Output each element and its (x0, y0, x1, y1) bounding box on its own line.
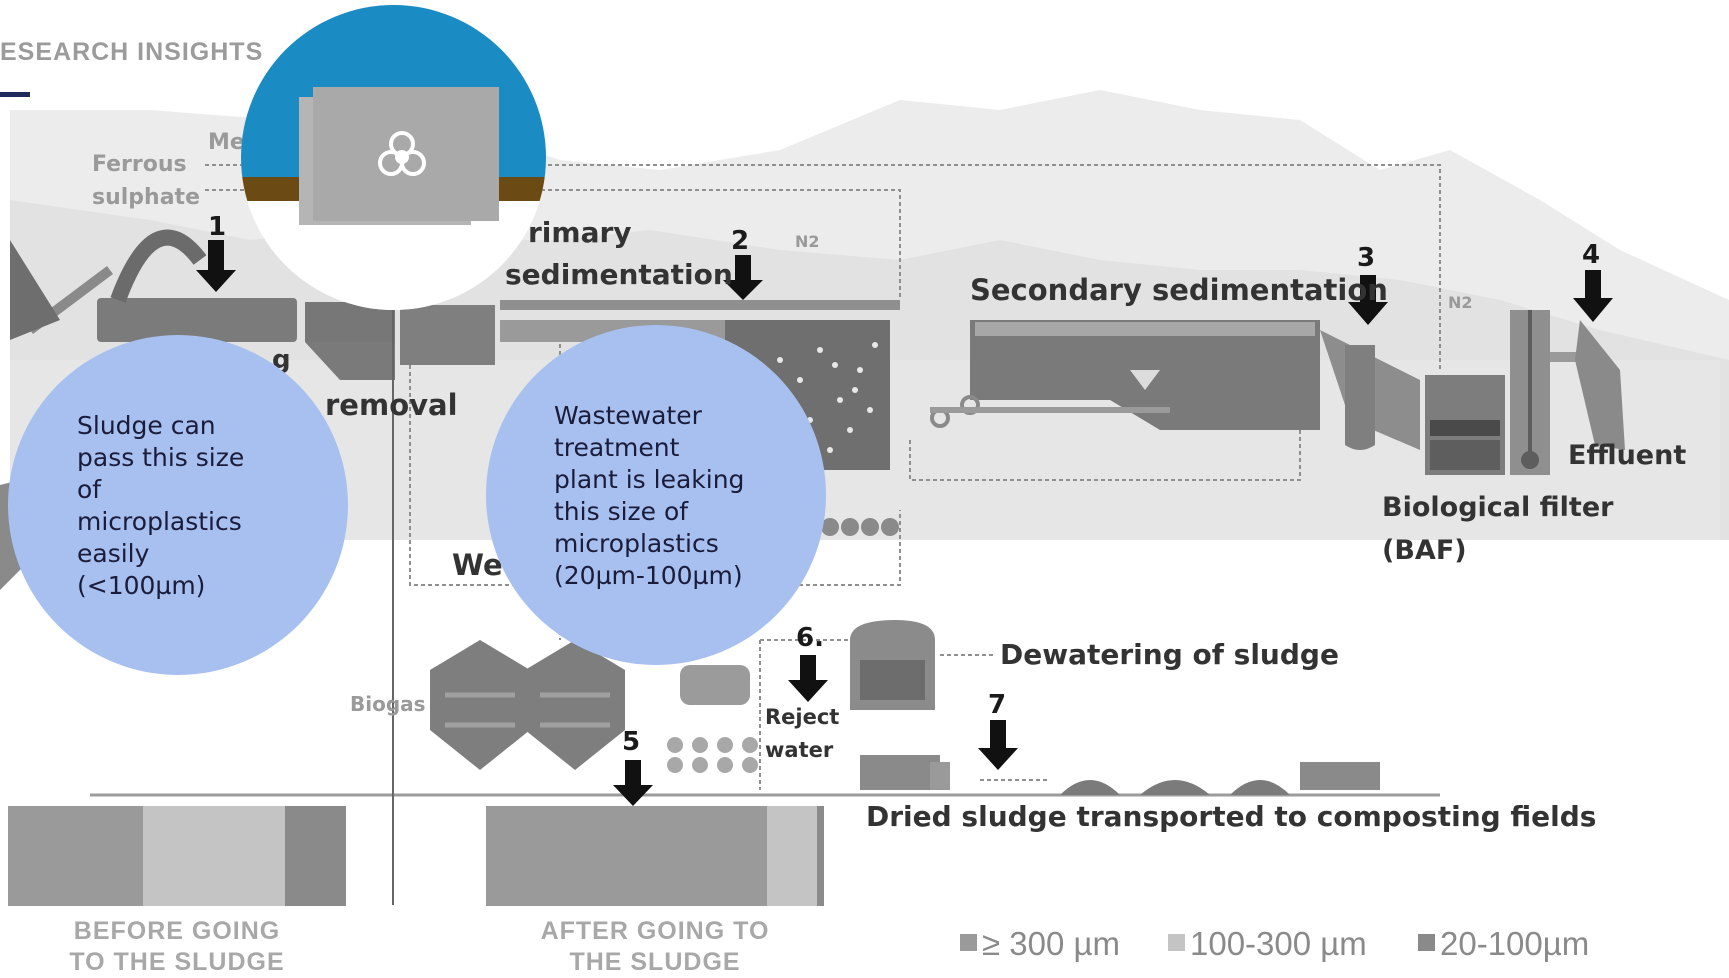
legend-item-20-100: 20-100µm (1418, 925, 1589, 963)
composition-bar-before (8, 806, 346, 906)
sample-point-3: 3 (1357, 243, 1376, 273)
bar-segment-2 (143, 806, 286, 906)
sample-point-4: 4 (1582, 240, 1601, 270)
caption-after-line: AFTER GOING TO (540, 917, 770, 945)
n2-label-b: N2 (1448, 293, 1473, 312)
legend-swatch (1418, 934, 1435, 951)
composition-bar-after (486, 806, 824, 906)
effluent-label: Effluent (1568, 440, 1687, 471)
legend-label: 100-300 µm (1190, 925, 1367, 962)
sample-point-2: 2 (731, 226, 750, 256)
biohazard-icon (372, 126, 432, 186)
sample-point-5: 5 (622, 727, 641, 757)
landfill-circle (241, 5, 546, 310)
bubble-right-line: Wastewater (554, 401, 702, 430)
title-accent-bar (0, 92, 30, 97)
bubble-left-line: Sludge can (77, 411, 216, 440)
legend-item-300: ≥ 300 µm (960, 925, 1120, 963)
sample-point-7: 7 (988, 690, 1007, 720)
sulphate-label: sulphate (92, 185, 200, 210)
bubble-right-line: (20µm-100µm) (554, 561, 743, 590)
bubble-left-line: easily (77, 539, 150, 568)
bubble-left-line: (<100µm) (77, 571, 206, 600)
grit-removal-label: removal (325, 388, 458, 422)
bar-segment-3 (817, 806, 824, 906)
sample-point-1: 1 (208, 212, 227, 242)
sample-point-6: 6. (796, 623, 824, 653)
we-label-partial: We (452, 548, 503, 582)
caption-before: BEFORE GOING TO THE SLUDGE (8, 916, 346, 978)
bubble-right-line: microplastics (554, 529, 719, 558)
legend-swatch (1168, 934, 1185, 951)
bubble-left-line: microplastics (77, 507, 242, 536)
caption-after-line: THE SLUDGE (569, 948, 741, 976)
info-bubble-right-text: Wastewater treatment plant is leaking th… (554, 400, 804, 592)
biological-filter-label-1: Biological filter (1382, 492, 1614, 523)
dried-sludge-label: Dried sludge transported to composting f… (866, 800, 1597, 833)
bubble-right-line: treatment (554, 433, 680, 462)
ferrous-label: Ferrous (92, 152, 187, 177)
biogas-label: Biogas (350, 692, 426, 716)
legend-swatch (960, 934, 977, 951)
info-bubble-left (8, 335, 348, 675)
n2-label-a: N2 (795, 232, 820, 251)
caption-after: AFTER GOING TO THE SLUDGE (486, 916, 824, 978)
caption-before-line: BEFORE GOING (73, 917, 281, 945)
caption-before-line: TO THE SLUDGE (69, 948, 285, 976)
legend-label: ≥ 300 µm (982, 925, 1121, 962)
bubble-right-line: this size of (554, 497, 689, 526)
reject-water-label-2: water (765, 738, 834, 762)
bubble-left-line: pass this size (77, 443, 245, 472)
reject-water-label-1: Reject (765, 705, 840, 729)
dewatering-label: Dewatering of sludge (1000, 638, 1339, 671)
biological-filter-label-2: (BAF) (1382, 535, 1467, 566)
info-bubble-right (486, 325, 826, 665)
bubble-right-line: plant is leaking (554, 465, 745, 494)
legend-item-100-300: 100-300 µm (1168, 925, 1367, 963)
secondary-sedimentation-label: Secondary sedimentation (970, 273, 1388, 307)
legend-label: 20-100µm (1440, 925, 1590, 962)
bar-segment-1 (486, 806, 767, 906)
bar-segment-1 (8, 806, 144, 906)
bar-segment-3 (285, 806, 346, 906)
section-title: ESEARCH INSIGHTS (0, 38, 264, 66)
bubble-left-line: of (77, 475, 102, 504)
bar-segment-2 (766, 806, 818, 906)
metal-label-partial: Me (208, 130, 245, 155)
info-bubble-left-text: Sludge can pass this size of microplasti… (77, 410, 317, 602)
